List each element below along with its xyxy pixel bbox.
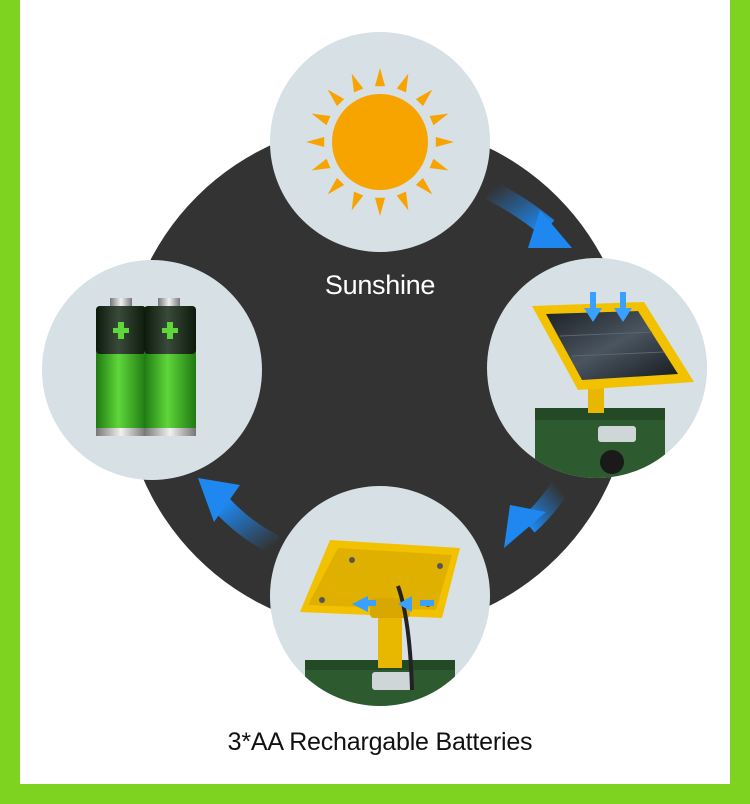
arrow-sun-to-panel	[485, 181, 572, 248]
sun-ray	[415, 177, 433, 195]
sun-ray	[351, 191, 364, 211]
sunshine-label: Sunshine	[324, 270, 436, 300]
solar-panel-icon	[532, 292, 694, 478]
sun-ray	[374, 197, 386, 216]
diagram-caption: 3*AA Rechargable Batteries	[227, 728, 533, 756]
sun-ray	[327, 177, 345, 195]
sun-ray	[415, 89, 433, 107]
arrow-panel-to-back	[504, 482, 569, 548]
sun-ray	[374, 68, 386, 87]
sun-ray	[429, 158, 449, 171]
sun-ray	[306, 136, 325, 148]
sun-ray	[327, 89, 345, 107]
batteries-node	[42, 260, 262, 480]
battery-icon	[96, 298, 196, 436]
sun-ray	[396, 73, 409, 93]
solar-panel-node	[487, 258, 707, 478]
sun-ray	[311, 113, 331, 126]
sun-ray	[351, 73, 364, 93]
solar-panel-back-icon	[300, 540, 460, 706]
sun-ray	[396, 191, 409, 211]
arrow-back-to-batteries	[198, 478, 280, 554]
sun-node	[270, 32, 490, 252]
sun-icon	[306, 68, 454, 216]
solar-panel-back-node	[270, 486, 490, 706]
sun-ray	[311, 158, 331, 171]
sun-ray	[435, 136, 454, 148]
sun-ray	[429, 113, 449, 126]
cycle-ring	[122, 122, 632, 632]
